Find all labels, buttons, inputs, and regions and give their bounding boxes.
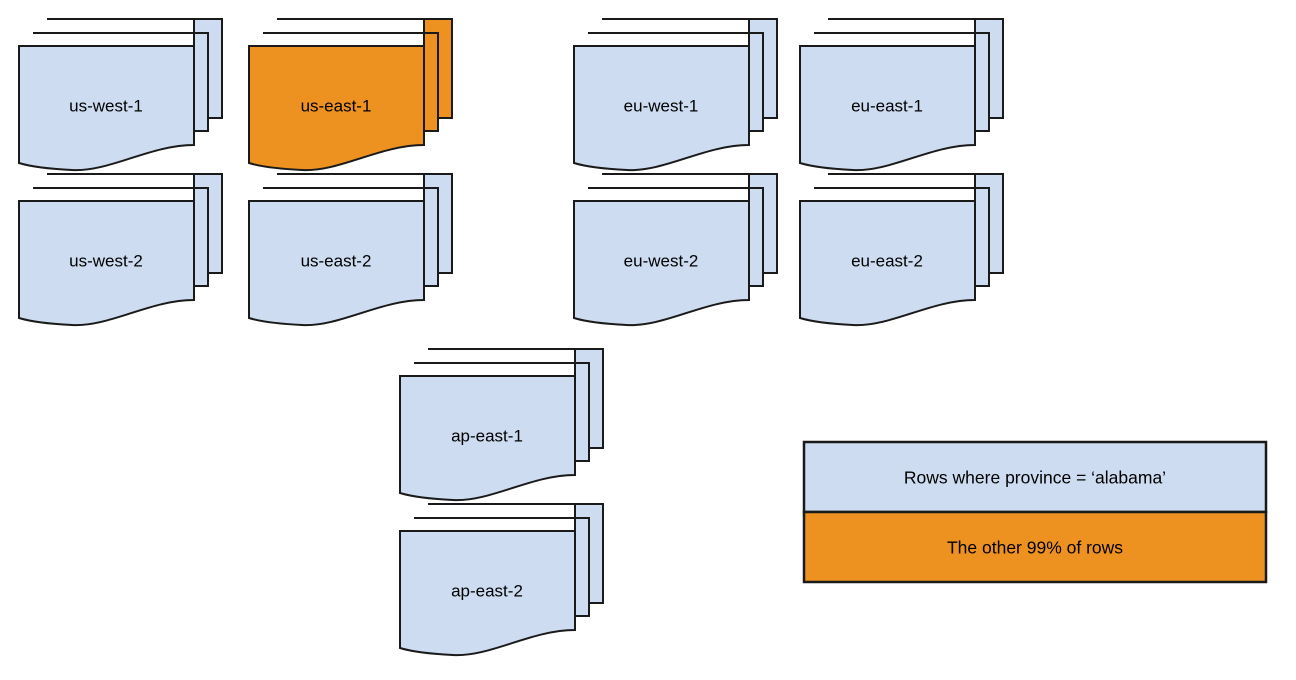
doc-stack-ap-east-2[interactable]: ap-east-2 [399,503,604,657]
legend-label-orange: The other 99% of rows [947,538,1123,558]
doc-sheet-middle [414,517,590,617]
doc-sheet-front [573,45,750,172]
doc-stack-ap-east-1[interactable]: ap-east-1 [399,348,604,502]
doc-sheet-middle [414,362,590,462]
doc-stack-label: eu-east-1 [851,96,923,115]
doc-sheet-front [573,200,750,327]
doc-stack-us-west-1[interactable]: us-west-1 [18,18,223,172]
doc-sheet-middle [588,187,764,287]
doc-sheet-front [399,530,576,657]
doc-sheet-front [248,200,425,327]
doc-sheet-middle [588,32,764,132]
doc-sheet-middle [814,187,990,287]
legend-swatch-orange [802,510,1268,584]
doc-stack-label: us-west-2 [69,251,143,270]
doc-stack-us-west-2[interactable]: us-west-2 [18,173,223,327]
doc-stack-label: us-east-1 [301,96,372,115]
doc-sheet-front [18,200,195,327]
doc-stack-eu-east-1[interactable]: eu-east-1 [799,18,1004,172]
legend-label-blue: Rows where province = ‘alabama’ [904,468,1166,488]
doc-stack-label: ap-east-2 [451,581,523,600]
doc-stack-us-east-2[interactable]: us-east-2 [248,173,453,327]
doc-sheet-middle [814,32,990,132]
doc-stack-label: us-east-2 [301,251,372,270]
doc-sheet-front [799,45,976,172]
doc-sheet-middle [263,187,439,287]
doc-stack-eu-east-2[interactable]: eu-east-2 [799,173,1004,327]
doc-sheet-front [799,200,976,327]
legend: Rows where province = ‘alabama’ The othe… [802,440,1268,584]
doc-stack-label: ap-east-1 [451,426,523,445]
doc-stack-label: us-west-1 [69,96,143,115]
doc-stack-us-east-1[interactable]: us-east-1 [248,18,453,172]
doc-sheet-front [18,45,195,172]
doc-sheet-front [248,45,425,172]
doc-stack-eu-west-1[interactable]: eu-west-1 [573,18,778,172]
doc-sheet-middle [33,187,209,287]
doc-sheet-middle [33,32,209,132]
doc-stack-label: eu-west-2 [624,251,699,270]
doc-stack-label: eu-west-1 [624,96,699,115]
doc-stack-eu-west-2[interactable]: eu-west-2 [573,173,778,327]
doc-sheet-middle [263,32,439,132]
doc-sheet-front [399,375,576,502]
doc-stack-label: eu-east-2 [851,251,923,270]
